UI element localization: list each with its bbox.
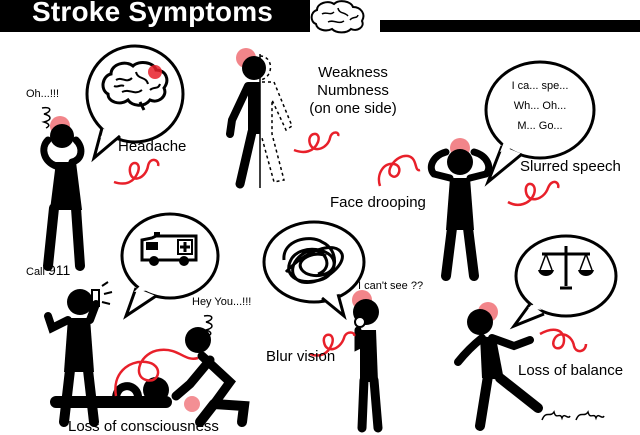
speech-bubble-slurred xyxy=(484,60,596,187)
speech-slurred: I ca... spe... Wh... Oh... M... Go... xyxy=(492,76,588,136)
speech-slurred-line2: Wh... Oh... xyxy=(513,100,567,112)
figure-slurred-speech xyxy=(427,138,493,281)
red-squiggle-weakness xyxy=(293,131,340,154)
page-title: Stroke Symptoms xyxy=(32,0,274,27)
speech-call-911: Call 911 xyxy=(26,262,70,278)
label-headache: Headache xyxy=(118,138,187,155)
speech-hey-you: Hey You...!!! xyxy=(192,296,252,308)
brain-icon xyxy=(310,0,365,34)
label-weakness-line3: (on one side) xyxy=(309,100,397,117)
red-squiggle-consciousness xyxy=(114,348,199,397)
label-loss-of-consciousness: Loss of consciousness xyxy=(68,418,219,435)
figure-headache xyxy=(40,116,85,271)
speech-bubble-blur xyxy=(262,220,366,321)
figure-helper xyxy=(171,327,250,427)
figure-blur-vision xyxy=(352,290,383,433)
confusion-squiggle xyxy=(203,314,213,337)
figure-calling xyxy=(44,281,113,427)
red-squiggle-headache xyxy=(113,158,160,185)
confusion-squiggle xyxy=(41,106,51,129)
brain-icon xyxy=(101,61,169,111)
signature-mark xyxy=(541,410,605,421)
label-weakness-line1: Weakness xyxy=(318,64,388,81)
scales-icon xyxy=(538,246,594,290)
speech-call-number: 911 xyxy=(48,262,71,278)
speech-slurred-line3: M... Go... xyxy=(517,120,563,132)
label-slurred-speech: Slurred speech xyxy=(520,158,621,175)
label-loss-of-balance: Loss of balance xyxy=(518,362,624,379)
red-squiggle-balance xyxy=(539,328,588,353)
scribble-icon xyxy=(282,237,344,284)
speech-call-prefix: Call xyxy=(26,266,45,278)
speech-cant-see: I can't see ?? xyxy=(358,280,424,292)
figure-unconscious xyxy=(50,377,172,408)
speech-slurred-line1: I ca... spe... xyxy=(511,80,569,92)
title-rule xyxy=(380,20,640,32)
figure-weakness xyxy=(226,48,293,189)
label-face-drooping: Face drooping xyxy=(330,194,426,211)
label-weakness-line2: Numbness xyxy=(317,82,389,99)
red-squiggle-blur xyxy=(309,331,356,357)
label-blur-vision: Blur vision xyxy=(266,348,336,365)
title-bar: Stroke Symptoms xyxy=(0,0,310,32)
red-squiggle-slurred xyxy=(507,180,560,206)
red-squiggle-face xyxy=(377,154,421,187)
ambulance-icon xyxy=(140,232,198,266)
label-weakness: Weakness Numbness (on one side) xyxy=(303,64,403,118)
figure-loss-of-balance xyxy=(454,302,543,431)
speech-oh: Oh...!!! xyxy=(26,88,60,100)
